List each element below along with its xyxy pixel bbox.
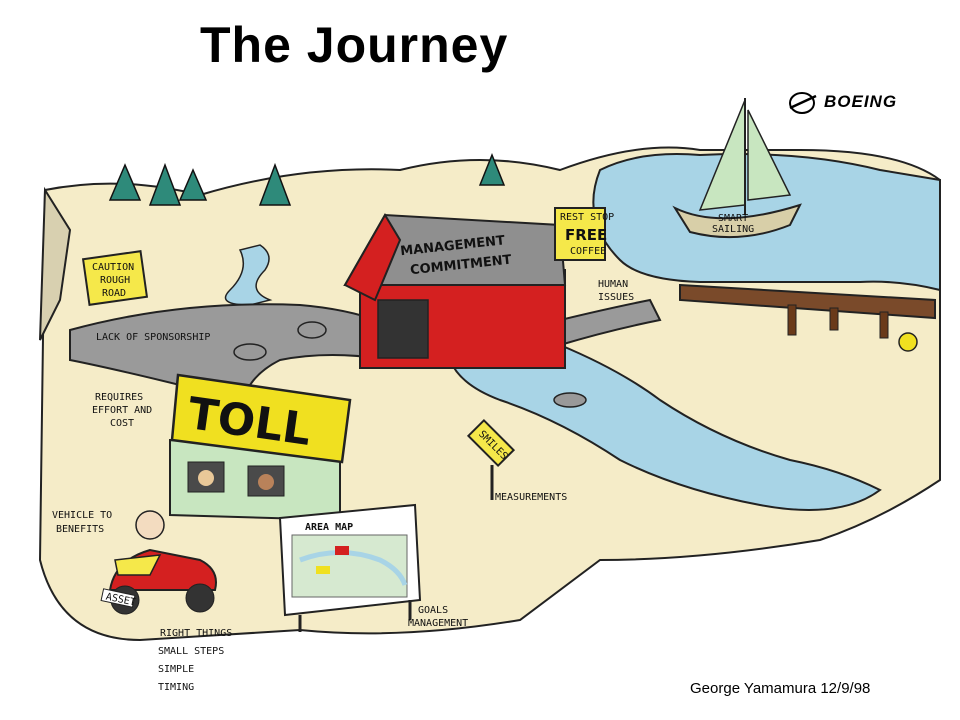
vehicle-to-benefits-line1: VEHICLE TO — [52, 510, 112, 521]
principle-4: TIMING — [158, 682, 194, 693]
stream — [224, 244, 273, 306]
requires-effort-line2: EFFORT AND — [92, 405, 152, 416]
covered-bridge: MANAGEMENT COMMITMENT — [343, 213, 567, 369]
goals-line2: MANAGEMENT — [408, 618, 468, 629]
goals-line1: GOALS — [418, 605, 448, 616]
page-title: The Journey — [200, 17, 509, 73]
trees — [108, 152, 506, 206]
car: ASSET — [100, 510, 217, 615]
lack-of-sponsorship-label: LACK OF SPONSORSHIP — [96, 332, 210, 343]
rest-stop-line2: FREE — [565, 226, 607, 244]
sailboat: SMART SAILING — [672, 98, 802, 239]
area-map: AREA MAP — [278, 503, 422, 632]
boat-name-line1: SMART — [718, 213, 748, 224]
principle-1: RIGHT THINGS — [160, 628, 232, 639]
cliff — [39, 186, 72, 341]
caution-sign-line3: ROAD — [102, 288, 126, 299]
human-issues-line2: ISSUES — [598, 292, 634, 303]
human-issues-line1: HUMAN — [598, 279, 628, 290]
dock — [679, 283, 936, 339]
swimmer — [898, 332, 918, 352]
principle-3: SIMPLE — [158, 664, 194, 675]
rest-stop-line3: COFFEE — [570, 246, 606, 257]
area-map-title: AREA MAP — [305, 522, 353, 533]
caution-sign-line1: CAUTION — [92, 262, 134, 273]
boat-name-line2: SAILING — [712, 224, 754, 235]
boeing-logo: BOEING — [786, 90, 946, 116]
author-credit: George Yamamura 12/9/98 — [690, 680, 871, 697]
rocks — [233, 321, 587, 408]
river — [448, 343, 882, 511]
caution-sign: CAUTION ROUGH ROAD — [81, 250, 149, 306]
rest-stop-sign: REST STOP FREE COFFEE — [554, 207, 614, 261]
principle-2: SMALL STEPS — [158, 646, 224, 657]
road-far — [538, 298, 662, 347]
measurements-label: MEASUREMENTS — [495, 492, 567, 503]
requires-effort-line1: REQUIRES — [95, 392, 143, 403]
vehicle-to-benefits-line2: BENEFITS — [56, 524, 104, 535]
caution-sign-line2: ROUGH — [100, 275, 130, 286]
boeing-logo-icon — [789, 92, 817, 114]
boeing-logo-text: BOEING — [824, 92, 898, 111]
requires-effort-line3: COST — [110, 418, 134, 429]
toll-booth: TOLL — [169, 373, 352, 522]
rest-stop-line1: REST STOP — [560, 212, 614, 223]
